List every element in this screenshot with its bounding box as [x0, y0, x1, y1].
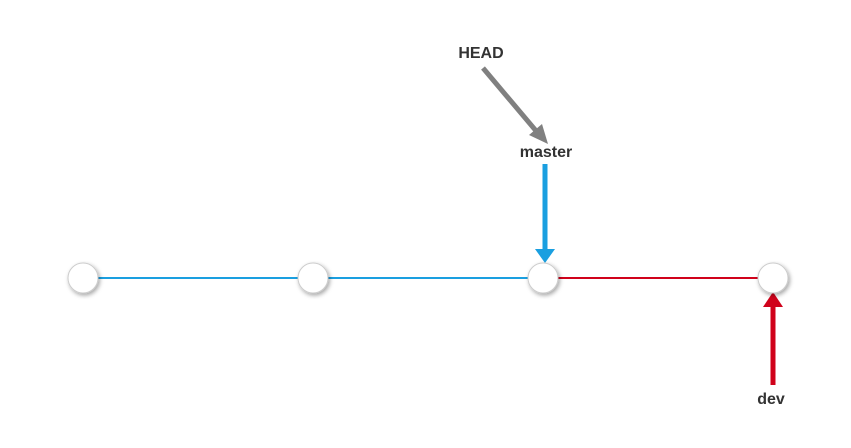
master-pointer-arrow: [535, 164, 555, 263]
head-pointer-arrow: [481, 66, 548, 144]
dev-pointer-arrow: [763, 292, 783, 385]
head-label: HEAD: [458, 45, 504, 62]
dev-branch-label: dev: [757, 391, 785, 408]
commit-node-4: [757, 262, 789, 294]
commit-node-2: [297, 262, 329, 294]
commit-node-3: [527, 262, 559, 294]
master-branch-label: master: [519, 144, 573, 161]
commit-node-1: [67, 262, 99, 294]
